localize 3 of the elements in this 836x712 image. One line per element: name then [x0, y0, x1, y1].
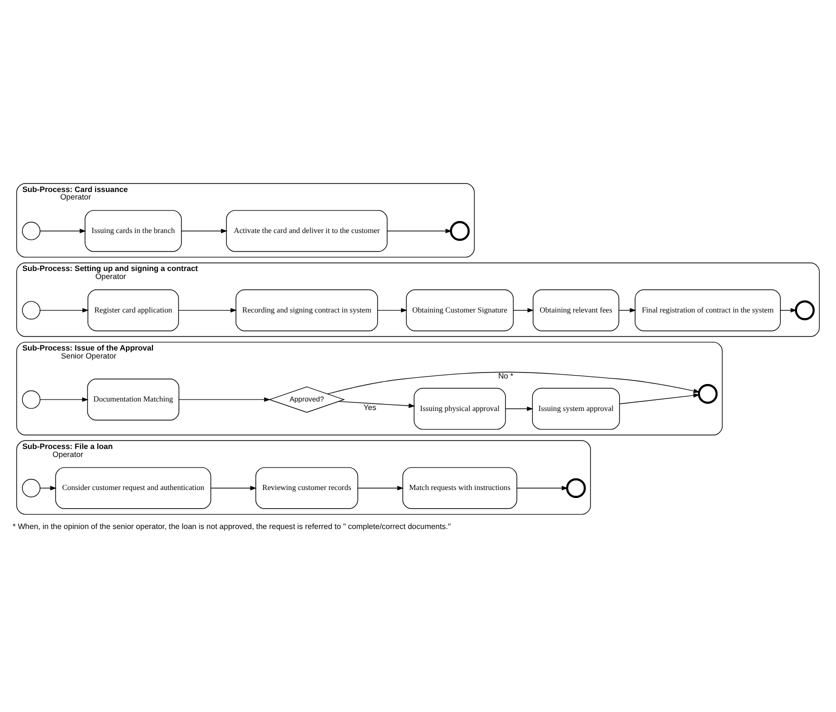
edge-label: No * — [498, 371, 514, 380]
caption: * When, in the opinion of the senior operator, the loan is not approved, the request is referred to " complete/correct documents." — [12, 522, 451, 532]
edge-label: Yes — [364, 402, 376, 412]
